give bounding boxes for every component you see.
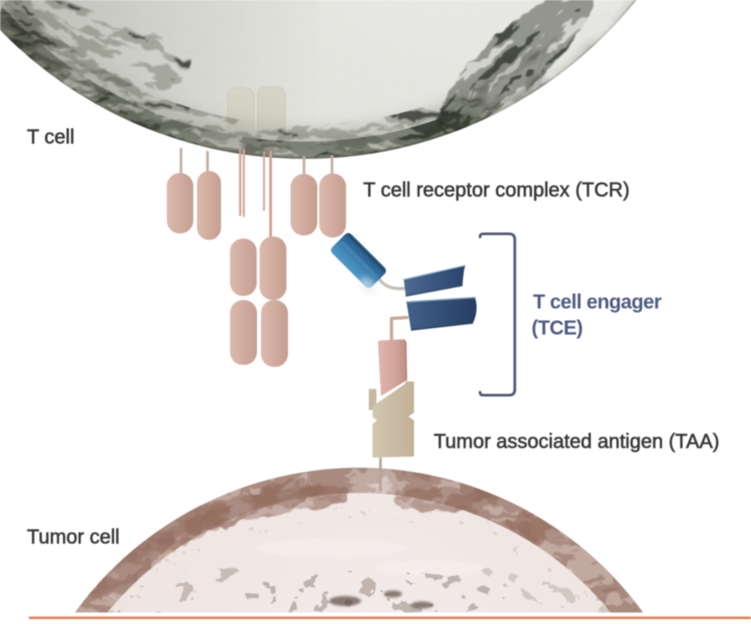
svg-text:T cell receptor complex (TCR): T cell receptor complex (TCR): [363, 180, 629, 202]
svg-text:(TCE): (TCE): [532, 317, 583, 339]
svg-text:Tumor cell: Tumor cell: [27, 527, 120, 549]
svg-text:T cell: T cell: [27, 127, 74, 149]
svg-text:T cell engager: T cell engager: [533, 292, 662, 314]
svg-text:Tumor associated antigen (TAA): Tumor associated antigen (TAA): [434, 431, 720, 453]
